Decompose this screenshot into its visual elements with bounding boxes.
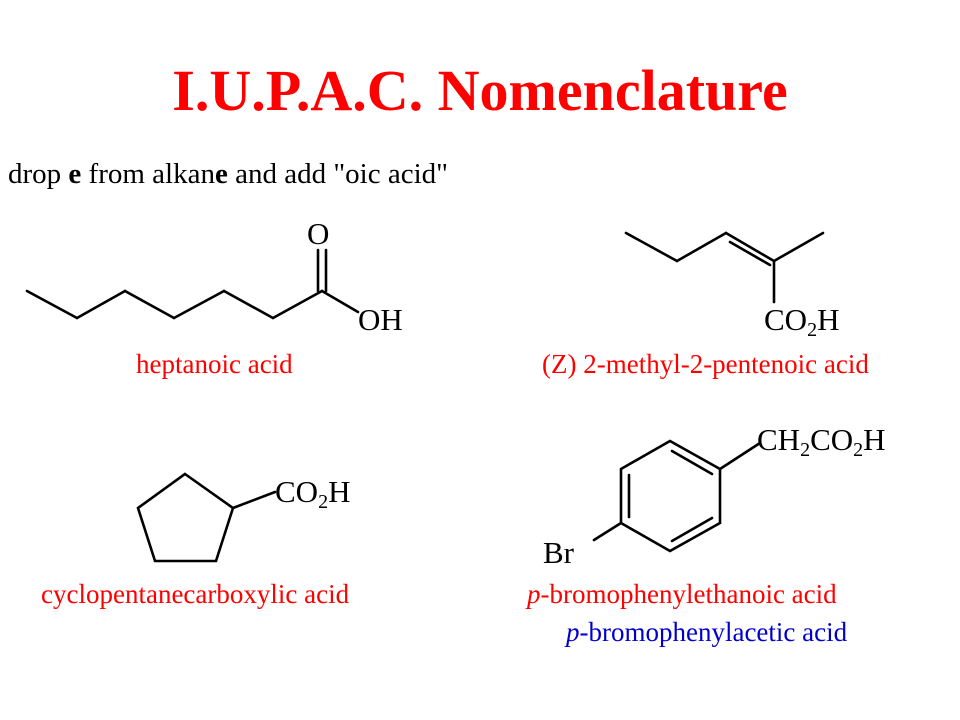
ch2co2h-group-label: CH2CO2H — [757, 422, 886, 461]
heptanoic-acid-name: heptanoic acid — [136, 349, 293, 379]
cyclopentane-skeleton — [136, 472, 277, 563]
bromophenyl-skeleton — [592, 439, 762, 553]
heptanoic-acid-skeleton — [25, 248, 360, 320]
cyclopentanecarboxylic-acid-name: cyclopentanecarboxylic acid — [41, 579, 350, 609]
slide-title: I.U.P.A.C. Nomenclature — [172, 58, 788, 123]
bromophenylacetic-acid-name: p-bromophenylacetic acid — [566, 617, 848, 647]
naming-rule: drop e from alkane and add "oic acid" — [8, 158, 448, 190]
carboxyl-group-label: CO2H — [275, 474, 351, 513]
methylpentenoic-acid-name: (Z) 2-methyl-2-pentenoic acid — [542, 349, 869, 379]
carbonyl-oxygen-label: O — [307, 216, 330, 251]
bromine-label: Br — [543, 535, 574, 570]
methylpentenoic-skeleton — [624, 231, 825, 304]
hydroxyl-label: OH — [358, 302, 403, 337]
bromophenylethanoic-acid-name: p-bromophenylethanoic acid — [527, 579, 837, 609]
carboxyl-group-label: CO2H — [764, 302, 840, 341]
